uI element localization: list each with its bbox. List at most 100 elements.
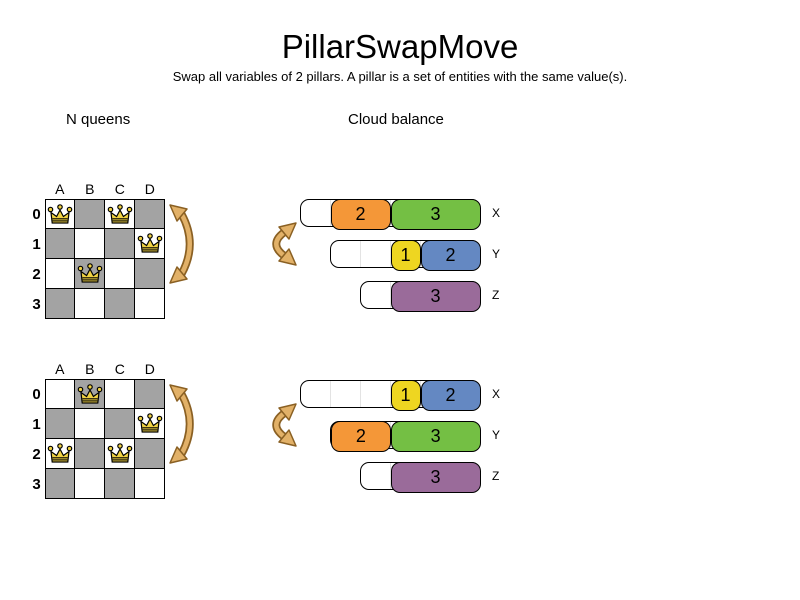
board-cell bbox=[105, 199, 135, 229]
board-col-label: C bbox=[114, 181, 126, 197]
computer-label: Z bbox=[492, 288, 500, 302]
process-block: 1 bbox=[390, 379, 421, 411]
board-cell bbox=[105, 409, 135, 439]
process-block: 3 bbox=[390, 198, 481, 230]
board-cell bbox=[45, 439, 75, 469]
queen-icon bbox=[137, 233, 163, 254]
queen-icon bbox=[47, 443, 73, 464]
board-corner bbox=[28, 361, 45, 379]
board-row-label: 0 bbox=[32, 205, 41, 223]
board-row-label: 2 bbox=[32, 445, 41, 463]
board-cell bbox=[75, 439, 105, 469]
board-cell bbox=[105, 379, 135, 409]
page-subtitle: Swap all variables of 2 pillars. A pilla… bbox=[172, 69, 628, 84]
board-cell bbox=[75, 409, 105, 439]
board-col-label: A bbox=[55, 361, 65, 377]
process-block: 3 bbox=[390, 280, 481, 312]
board-cell bbox=[75, 289, 105, 319]
board-col-label: A bbox=[55, 181, 65, 197]
chessboard-after: A B C D 0 1 2 3 bbox=[28, 361, 165, 499]
board-cell bbox=[75, 199, 105, 229]
board-cell bbox=[45, 379, 75, 409]
board-cell bbox=[135, 199, 165, 229]
process-block: 3 bbox=[390, 420, 481, 452]
board-cell bbox=[135, 379, 165, 409]
page-title: PillarSwapMove bbox=[281, 28, 519, 65]
board-cell bbox=[45, 469, 75, 499]
computer-label: Y bbox=[492, 247, 501, 261]
queen-icon bbox=[107, 203, 133, 225]
board-cell bbox=[75, 229, 105, 259]
board-cell bbox=[45, 259, 75, 289]
computer-bar: 3 bbox=[360, 461, 481, 493]
board-cell bbox=[105, 439, 135, 469]
swap-arrow bbox=[269, 401, 299, 449]
board-cell bbox=[105, 289, 135, 319]
process-block: 2 bbox=[331, 420, 391, 452]
board-cell bbox=[135, 409, 165, 439]
board-cell bbox=[135, 469, 165, 499]
board-row-label: 3 bbox=[32, 295, 41, 313]
process-block: 3 bbox=[390, 461, 481, 493]
computer-label: X bbox=[492, 206, 501, 220]
queen-icon bbox=[77, 263, 103, 284]
board-col-label: D bbox=[144, 181, 156, 197]
board-corner bbox=[28, 181, 45, 199]
queen-icon bbox=[47, 203, 73, 225]
board-row-label: 0 bbox=[32, 385, 41, 403]
process-block: 2 bbox=[420, 239, 481, 271]
board-cell bbox=[45, 229, 75, 259]
swap-arrow-icon bbox=[169, 384, 194, 464]
board-cell bbox=[135, 289, 165, 319]
board-cell bbox=[105, 259, 135, 289]
board-cell bbox=[135, 229, 165, 259]
computer-label: Y bbox=[492, 428, 501, 442]
swap-arrow-icon bbox=[169, 204, 194, 284]
swap-arrow bbox=[167, 202, 197, 286]
board-cell bbox=[105, 229, 135, 259]
swap-arrow-icon bbox=[272, 403, 297, 447]
queen-icon bbox=[107, 443, 133, 464]
board-cell bbox=[75, 469, 105, 499]
process-block: 2 bbox=[330, 198, 391, 230]
board-cell bbox=[45, 409, 75, 439]
board-col-label: C bbox=[114, 361, 126, 377]
section-label-nqueens: N queens bbox=[66, 111, 131, 128]
swap-arrow-icon bbox=[272, 222, 297, 266]
board-col-label: D bbox=[144, 361, 156, 377]
section-label-cloud-balance: Cloud balance bbox=[348, 111, 444, 128]
computer-label: Z bbox=[492, 469, 500, 483]
board-row-label: 1 bbox=[32, 415, 41, 433]
process-block: 1 bbox=[390, 239, 421, 271]
computer-bar: 3 bbox=[360, 280, 481, 312]
board-col-label: B bbox=[85, 361, 95, 377]
chessboard-before: A B C D 0 1 2 3 bbox=[28, 181, 165, 319]
board-cell bbox=[75, 379, 105, 409]
swap-arrow bbox=[167, 382, 197, 466]
board-cell bbox=[105, 469, 135, 499]
board-row-label: 2 bbox=[32, 265, 41, 283]
board-cell bbox=[45, 199, 75, 229]
computer-label: X bbox=[492, 387, 501, 401]
board-cell bbox=[135, 439, 165, 469]
board-cell bbox=[75, 259, 105, 289]
queen-icon bbox=[77, 383, 103, 405]
board-col-label: B bbox=[85, 181, 95, 197]
swap-arrow bbox=[269, 220, 299, 268]
board-row-label: 1 bbox=[32, 235, 41, 253]
board-cell bbox=[135, 259, 165, 289]
board-row-label: 3 bbox=[32, 475, 41, 493]
process-block: 2 bbox=[420, 379, 481, 411]
